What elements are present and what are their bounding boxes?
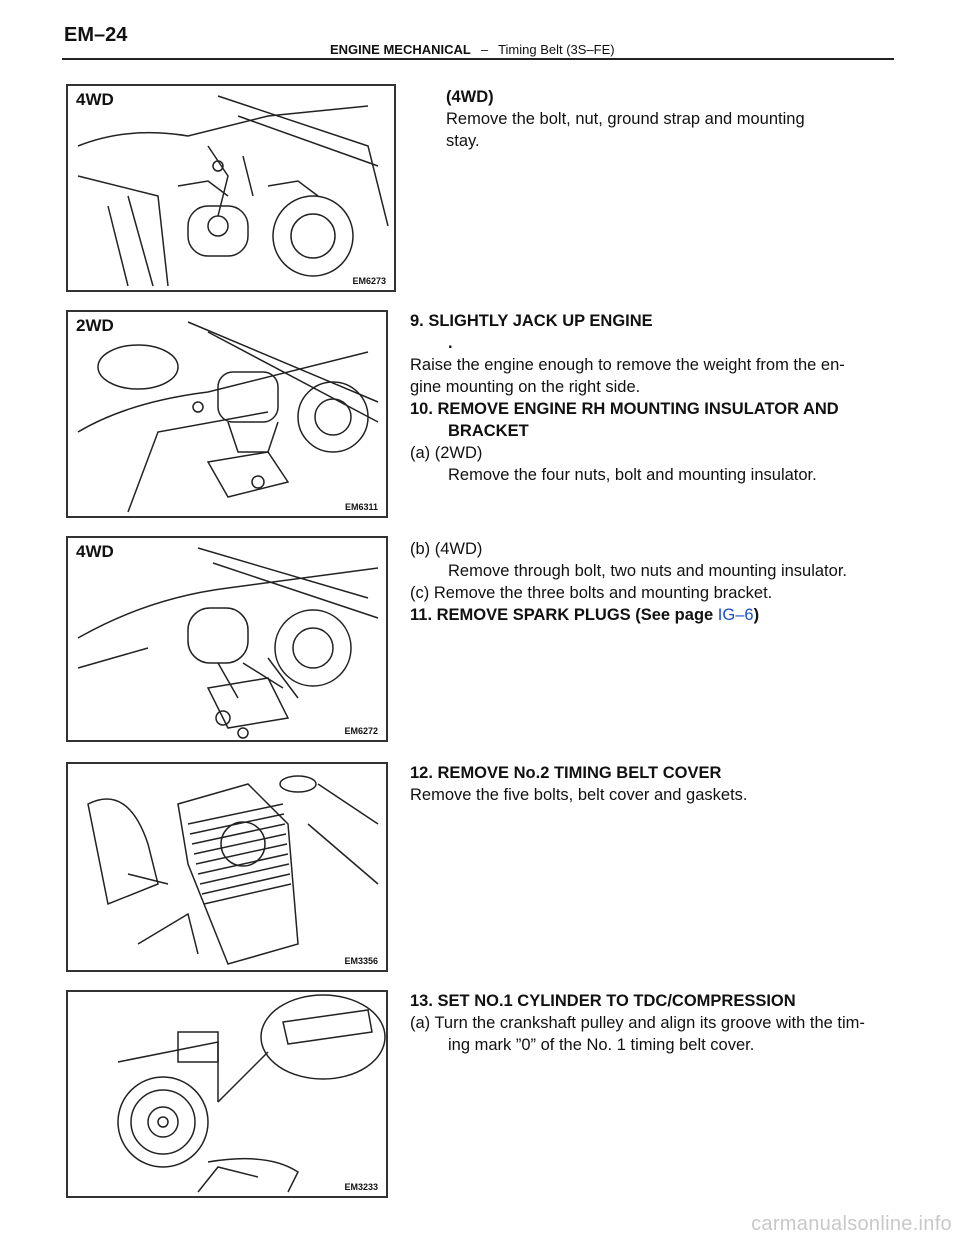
step-text: Remove the five bolts, belt cover and ga… (410, 786, 748, 804)
figure-code: EM3233 (344, 1182, 378, 1192)
engine-illustration-1 (77, 95, 389, 287)
figure-code: EM6272 (344, 726, 378, 736)
step-text: (a) (2WD) (410, 444, 483, 462)
header-rule (62, 58, 894, 60)
step-text: Remove the bolt, nut, ground strap and m… (446, 110, 805, 128)
figure-timing-belt-cover: EM3356 (66, 762, 388, 972)
figure-crankshaft-pulley: EM3233 (66, 990, 388, 1198)
figure-code: EM3356 (344, 956, 378, 966)
engine-illustration-3 (77, 547, 379, 739)
engine-illustration-2 (77, 321, 379, 513)
page-number: EM–24 (64, 24, 128, 46)
figure-2wd-insulator: 2WD EM6311 (66, 310, 388, 518)
header-separator: – (480, 42, 489, 57)
step-heading: 10. REMOVE ENGINE RH MOUNTING INSULATOR … (410, 400, 839, 418)
figure-4wd-through-bolt: 4WD EM6272 (66, 536, 388, 742)
step-text: Raise the engine enough to remove the we… (410, 356, 845, 374)
step-text: (a) Turn the crankshaft pulley and align… (410, 1014, 865, 1032)
step-heading-text: 11. REMOVE SPARK PLUGS (See page (410, 606, 714, 624)
step-block-4wd-stay: (4WD) Remove the bolt, nut, ground strap… (446, 86, 805, 152)
step-heading: 12. REMOVE No.2 TIMING BELT COVER (410, 764, 722, 782)
figure-tag: 4WD (74, 90, 116, 110)
step-block-4wd-insulator: (b) (4WD) Remove through bolt, two nuts … (410, 538, 847, 626)
step-block-tdc: 13. SET NO.1 CYLINDER TO TDC/COMPRESSION… (410, 990, 865, 1056)
step-text: Remove through bolt, two nuts and mounti… (448, 562, 847, 580)
step-heading: 13. SET NO.1 CYLINDER TO TDC/COMPRESSION (410, 992, 796, 1010)
page-header: ENGINE MECHANICAL–Timing Belt (3S–FE) (330, 42, 615, 57)
engine-illustration-4 (87, 775, 379, 965)
step-text: stay. (446, 132, 480, 150)
step-heading: (4WD) (446, 88, 494, 106)
step-heading: 11. REMOVE SPARK PLUGS (See page IG–6) (410, 604, 847, 626)
step-text: (c) Remove the three bolts and mounting … (410, 584, 773, 602)
step-text: (b) (4WD) (410, 540, 483, 558)
step-block-jack-up: 9. SLIGHTLY JACK UP ENGINE . Raise the e… (410, 310, 845, 486)
subsection-title: Timing Belt (3S–FE) (498, 42, 615, 57)
watermark: carmanualsonline.info (751, 1213, 952, 1235)
page-link-ig6[interactable]: IG–6 (717, 606, 754, 624)
step-heading-end: ) (753, 606, 760, 624)
engine-illustration-5 (117, 994, 386, 1193)
figure-code: EM6273 (352, 276, 386, 286)
step-text: Remove the four nuts, bolt and mounting … (448, 466, 817, 484)
figure-tag: 2WD (74, 316, 116, 336)
section-title: ENGINE MECHANICAL (330, 42, 471, 57)
step-block-timing-cover: 12. REMOVE No.2 TIMING BELT COVER Remove… (410, 762, 748, 806)
step-text: . (448, 334, 453, 352)
step-text: gine mounting on the right side. (410, 378, 641, 396)
step-text: ing mark ”0” of the No. 1 timing belt co… (448, 1036, 755, 1054)
step-heading: 9. SLIGHTLY JACK UP ENGINE (410, 312, 653, 330)
figure-tag: 4WD (74, 542, 116, 562)
step-heading: BRACKET (448, 422, 529, 440)
figure-4wd-mounting-stay: 4WD EM6273 (66, 84, 396, 292)
figure-code: EM6311 (344, 502, 378, 512)
